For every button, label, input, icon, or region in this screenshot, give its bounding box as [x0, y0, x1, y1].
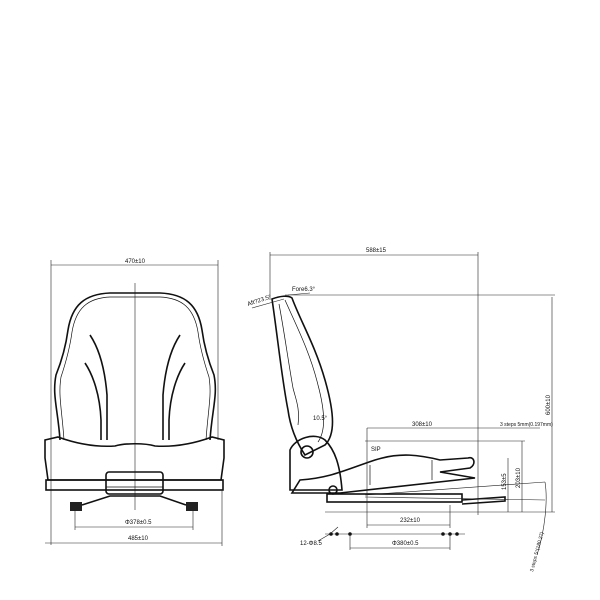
backrest-ribs — [84, 334, 186, 440]
mount-bracket — [81, 495, 187, 506]
fore-angle: Fore6.3° — [292, 287, 316, 293]
dim-height-1: 153±5 — [502, 473, 508, 490]
adjust-handle — [105, 471, 164, 495]
seat-base — [45, 479, 224, 491]
backrest-outline — [53, 292, 217, 441]
tilt-steps: 3 steps 5°(180.27) — [529, 531, 545, 572]
dim-overall-height: 600±10 — [546, 394, 552, 415]
mount-foot-right — [186, 502, 198, 511]
backrest-side — [271, 295, 334, 457]
dim-mount-width: Φ378±0.5 — [125, 520, 152, 526]
backrest-inner-outline — [59, 296, 211, 441]
hinge-bracket — [289, 435, 343, 491]
front-view: 470±10 Φ378±0.5 485±10 — [44, 259, 225, 546]
bolt-holes-label: 12-Φ8.5 — [300, 541, 322, 547]
dim-height-2: 203±10 — [516, 467, 522, 488]
dim-bolt-span: Φ380±0.5 — [392, 541, 419, 547]
slide-lever — [461, 496, 506, 505]
seat-cushion-side — [290, 454, 476, 494]
side-view: 588±15 600±10 Aft?23.5° Fore6.3° 10.5° 3… — [247, 248, 555, 573]
slide-rail — [326, 493, 463, 503]
dim-sip-front: 308±10 — [412, 422, 433, 428]
dim-base-width: 485±10 — [128, 536, 149, 542]
fore-aft-steps: 3 steps 5mm(0.197mm) — [500, 422, 553, 428]
aft-arrow — [251, 298, 285, 309]
dim-overall-depth: 588±15 — [366, 248, 387, 254]
mount-foot-left — [70, 502, 82, 511]
sip-label: SIP — [371, 447, 381, 453]
dim-overall-width: 470±10 — [125, 259, 146, 265]
hinge-pivot — [300, 445, 314, 459]
back-angle: 10.5° — [313, 416, 328, 422]
seat-cushion — [44, 436, 225, 481]
bolt-holes — [329, 532, 459, 536]
dim-rail-length: 232±10 — [400, 518, 421, 524]
